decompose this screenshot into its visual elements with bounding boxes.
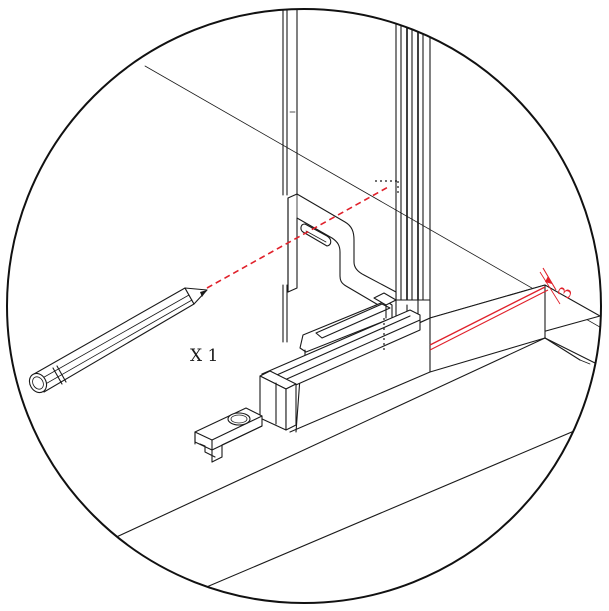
bottom-profile <box>259 309 421 431</box>
bracket-plate <box>287 193 397 307</box>
marking-line <box>206 185 391 289</box>
detail-view <box>28 9 601 603</box>
offset-lines <box>429 267 561 351</box>
quantity-label: X 1 <box>190 346 218 366</box>
pencil-icon <box>28 287 208 394</box>
detail-circle <box>6 8 602 604</box>
clip-fastener <box>299 292 397 361</box>
alignment-dots <box>375 180 399 352</box>
mounting-tab <box>194 407 263 463</box>
room-lines <box>144 65 601 331</box>
